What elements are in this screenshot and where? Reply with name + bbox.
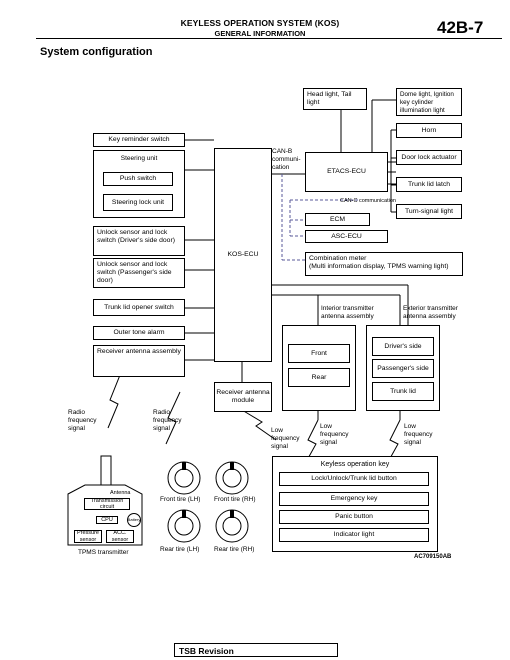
tsb-revision-footer: TSB Revision (174, 643, 338, 657)
tpms-acc-sensor: ACC. sensor (106, 530, 134, 543)
tire-rear-rh: Rear tire (RH) (214, 546, 255, 553)
header-rule (36, 38, 502, 39)
combination-meter-title: Combination meter (309, 255, 367, 262)
low-signal-label-3: Low frequency signal (404, 423, 433, 446)
key-item-lock-unlock: Lock/Unlock/Trunk lid button (279, 472, 429, 486)
exterior-antenna-drivers-side: Driver's side (372, 337, 434, 356)
tpms-antenna-label: Antenna (110, 490, 131, 496)
can-b-label: CAN-B communi- cation (272, 148, 301, 171)
exterior-antenna-trunk-lid: Trunk lid (372, 382, 434, 401)
figure-code: AC709150AB (414, 554, 452, 560)
door-lock-actuator: Door lock actuator (396, 150, 462, 165)
page-number: 42B-7 (437, 18, 484, 37)
interior-antenna-front: Front (288, 344, 350, 363)
key-item-panic-button: Panic button (279, 510, 429, 524)
exterior-antenna-passengers-side: Passenger's side (372, 359, 434, 378)
tpms-transmitter-label: TPMS transmitter (78, 549, 129, 556)
receiver-antenna-assembly: Receiver antenna assembly (93, 345, 185, 377)
turn-signal-light: Turn-signal light (396, 204, 462, 219)
tpms-battery: Battery (127, 513, 141, 527)
steering-lock-unit: Steering lock unit (103, 194, 173, 211)
interior-antenna-rear: Rear (288, 368, 350, 387)
tire-front-lh: Front tire (LH) (160, 496, 201, 503)
tpms-cpu: CPU (96, 516, 118, 524)
header-title: KEYLESS OPERATION SYSTEM (KOS) (180, 18, 340, 28)
trunk-lid-latch: Trunk lid latch (396, 177, 462, 192)
can-c-label: CAN-C communication (340, 198, 396, 204)
ecm: ECM (305, 213, 370, 226)
unlock-sensor-driver: Unlock sensor and lock switch (Driver's … (93, 226, 185, 256)
kos-ecu: KOS-ECU (214, 148, 272, 362)
trunk-lid-opener-switch: Trunk lid opener switch (93, 299, 185, 316)
tpms-transmission-circuit: Transmission circuit (84, 498, 130, 510)
outer-tone-alarm: Outer tone alarm (93, 326, 185, 340)
combination-meter-detail: (Multi information display, TPMS warning… (309, 263, 449, 270)
steering-unit-label: Steering unit (120, 155, 158, 162)
combination-meter: Combination meter (Multi information dis… (305, 252, 463, 276)
radio-signal-label-1: Radio frequency signal (68, 409, 97, 432)
keyless-key-title: Keyless operation key (320, 461, 390, 468)
tire-rear-lh: Rear tire (LH) (160, 546, 200, 553)
low-signal-label-1: Low frequency signal (271, 427, 300, 450)
interior-antenna-title: Interior transmitter antenna assembly (321, 305, 374, 320)
key-item-indicator-light: Indicator light (279, 528, 429, 542)
low-signal-label-2: Low frequency signal (320, 423, 349, 446)
section-title: System configuration (40, 46, 153, 58)
tpms-pressure-sensor: Pressure sensor (74, 530, 102, 543)
receiver-antenna-module: Receiver antenna module (214, 382, 272, 412)
key-item-emergency-key: Emergency key (279, 492, 429, 506)
tire-front-rh: Front tire (RH) (214, 496, 256, 503)
etacs-ecu: ETACS-ECU (305, 152, 388, 192)
horn: Horn (396, 123, 462, 138)
key-reminder-switch: Key reminder switch (93, 133, 185, 147)
dome-light: Dome light, Ignition key cylinder illumi… (396, 88, 462, 116)
exterior-antenna-title: Exterior transmitter antenna assembly (403, 305, 458, 320)
unlock-sensor-passenger: Unlock sensor and lock switch (Passenger… (93, 258, 185, 288)
radio-signal-label-2: Radio frequency signal (153, 409, 182, 432)
header-subtitle: GENERAL INFORMATION (214, 29, 306, 38)
head-tail-light: Head light, Tail light (303, 88, 367, 110)
asc-ecu: ASC-ECU (305, 230, 388, 243)
push-switch: Push switch (103, 172, 173, 186)
